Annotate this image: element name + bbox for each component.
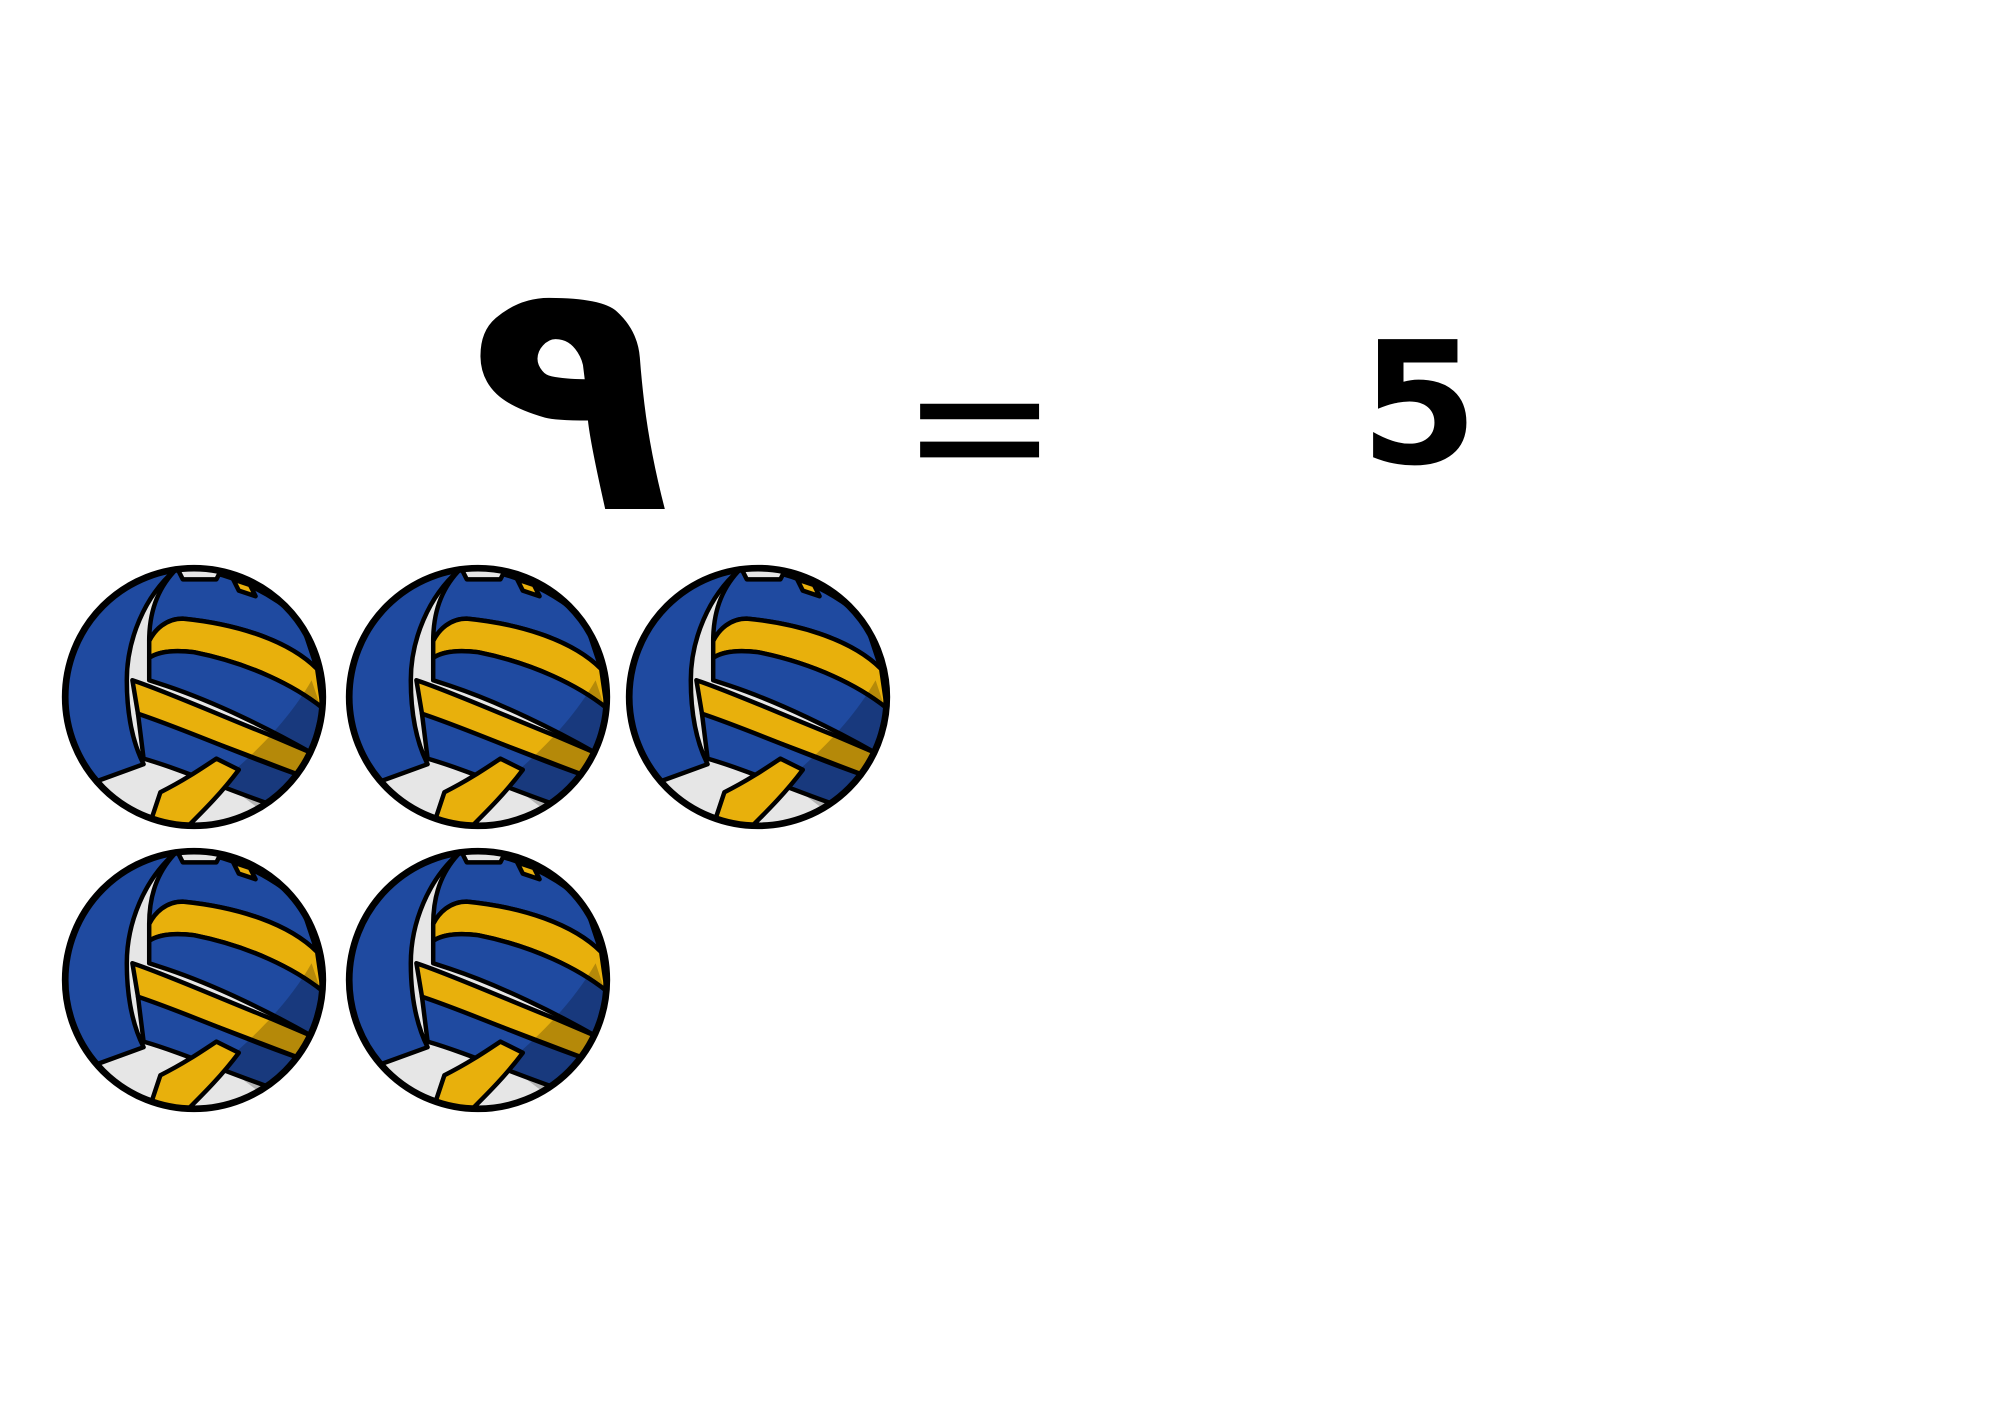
volleyball-icon	[54, 557, 334, 837]
volleyball-icon	[54, 840, 334, 1120]
volleyball-icon	[338, 557, 618, 837]
volleyball-icon	[618, 557, 898, 837]
equals-sign: =	[900, 314, 1060, 535]
arabic-numeral: ٩	[470, 203, 672, 587]
answer-number: 5	[1360, 306, 1479, 504]
volleyball-icon	[338, 840, 618, 1120]
